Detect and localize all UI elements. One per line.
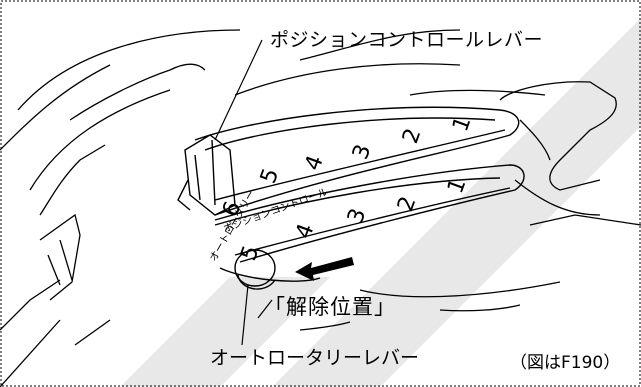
upper-number-3: 3	[348, 141, 376, 163]
lower-number-1: 1	[443, 175, 471, 197]
upper-track	[194, 106, 520, 216]
left-arrow-icon	[295, 257, 354, 281]
upper-number-2: 2	[398, 125, 426, 147]
upper-number-1: 1	[448, 113, 476, 135]
release-position-label: 「解除位置」	[264, 295, 396, 319]
panel-contours	[0, 29, 641, 387]
leader-lines	[214, 39, 273, 346]
lower-number-5: 5	[236, 242, 264, 264]
position-control-lever-label: ポジションコントロールレバー	[270, 29, 544, 51]
lower-number-2: 2	[393, 193, 421, 215]
upper-number-5: 5	[256, 165, 284, 187]
watermark	[120, 18, 641, 387]
upper-number-4: 4	[300, 152, 328, 174]
figure-note: （図はF190）	[510, 353, 621, 373]
auto-rotary-lever-label: オートロータリーレバー	[210, 347, 420, 369]
lower-number-3: 3	[343, 205, 371, 227]
position-lever-knob	[177, 134, 236, 216]
auto-rotary-knob	[234, 249, 276, 290]
